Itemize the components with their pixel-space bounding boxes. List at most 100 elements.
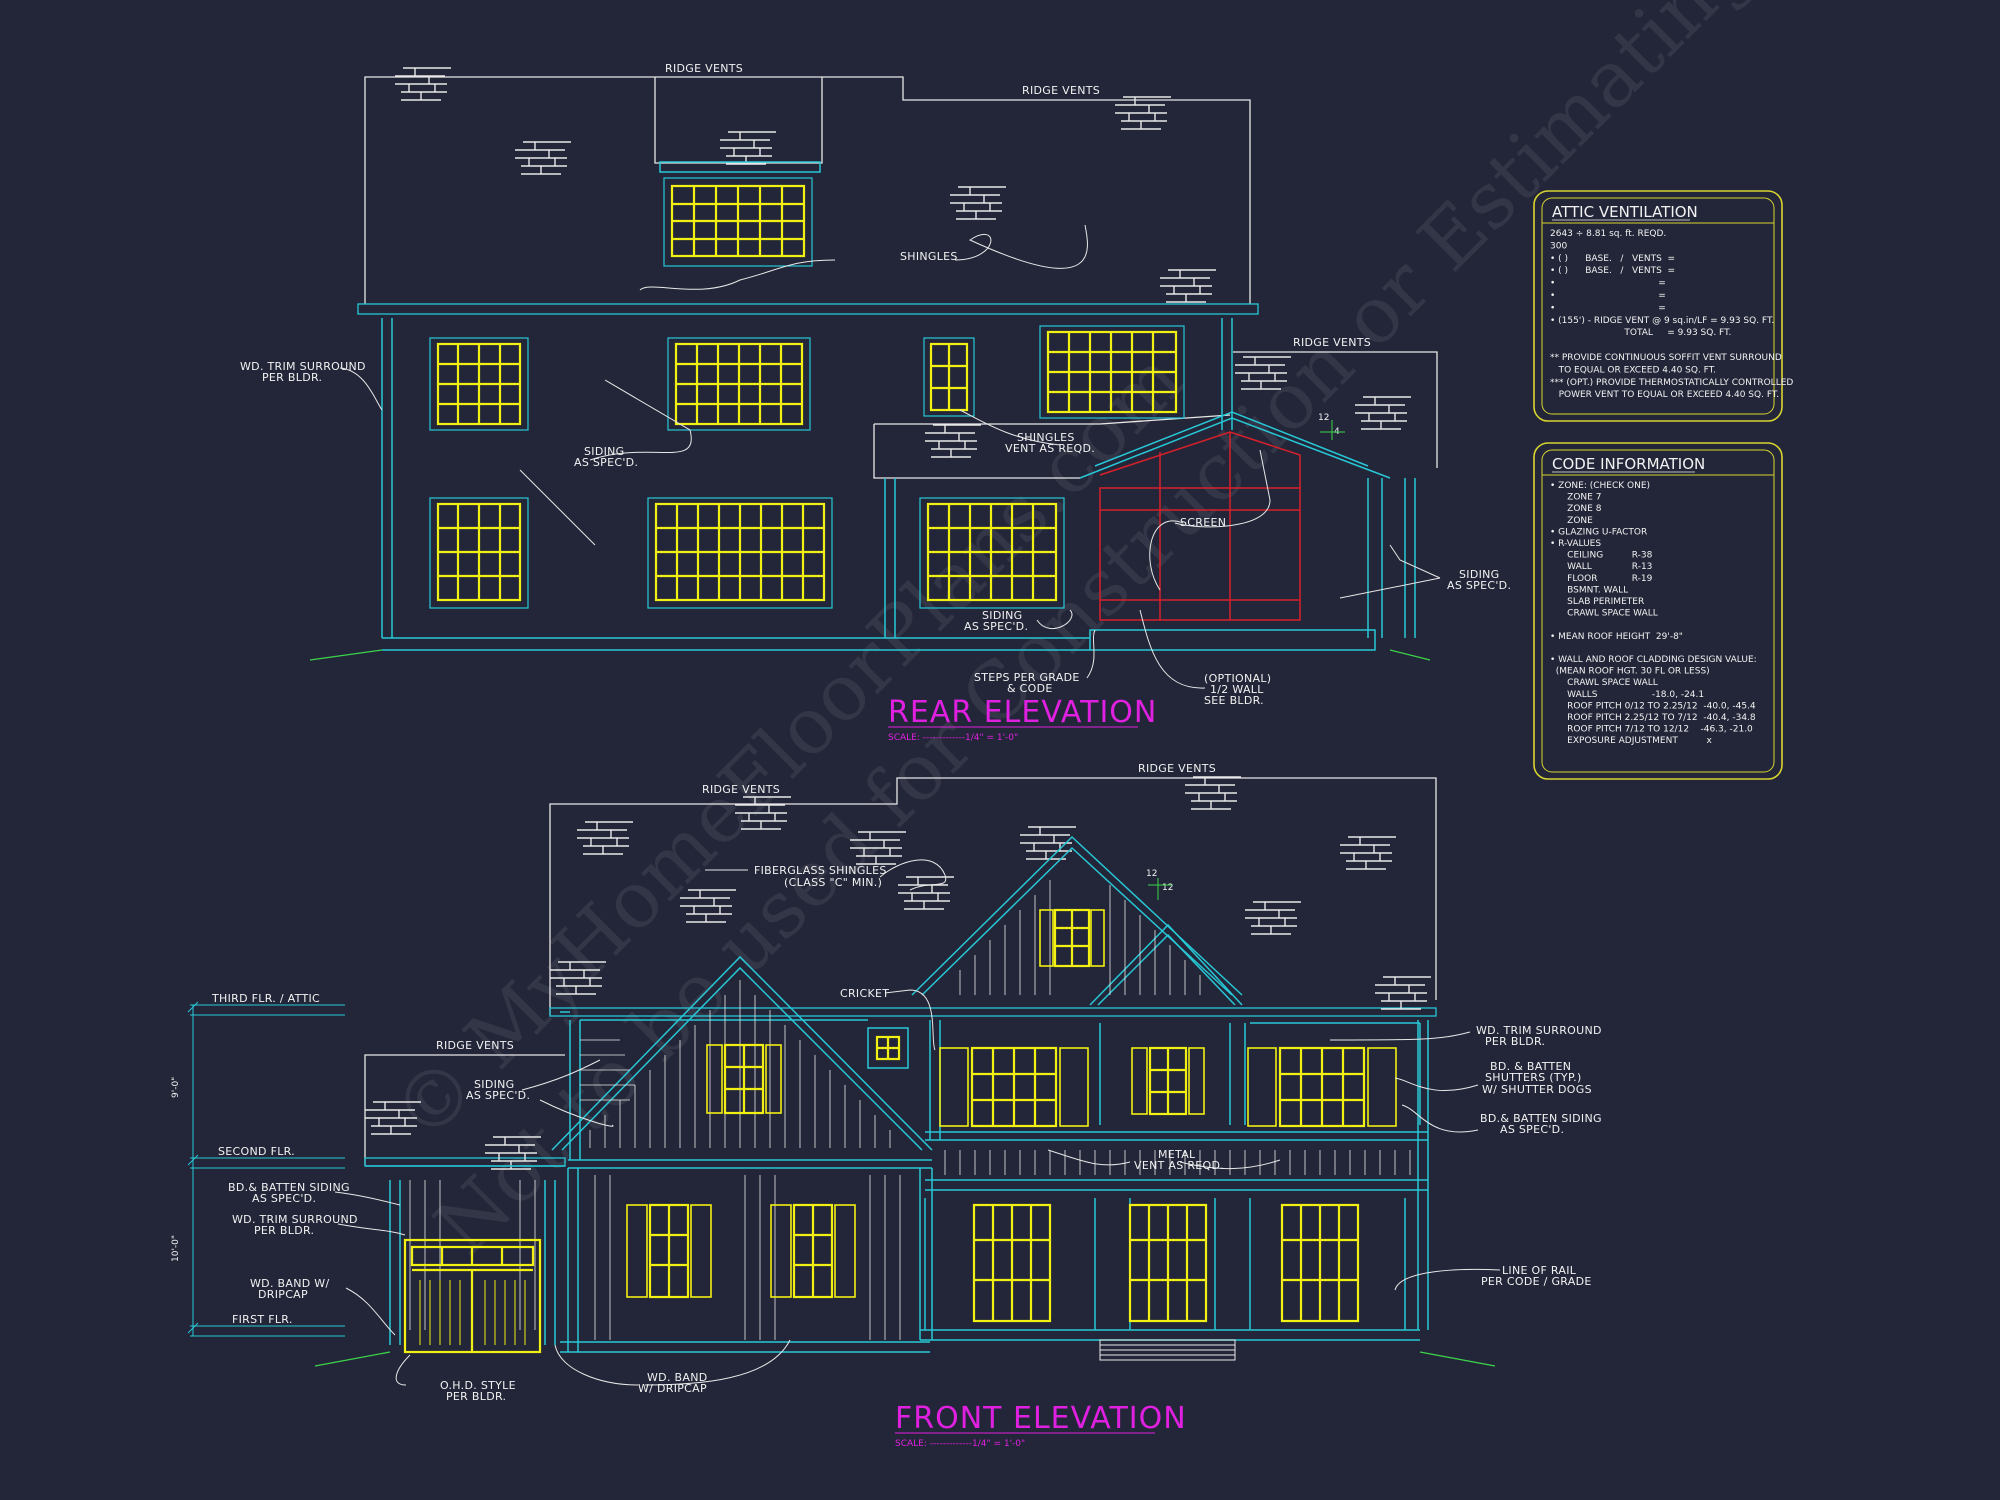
- front-label-ohd-1: O.H.D. STYLE: [440, 1379, 516, 1392]
- front-label-shutters-2: SHUTTERS (TYP.): [1485, 1071, 1582, 1084]
- front-label-bb-siding-l1: BD.& BATTEN SIDING: [228, 1181, 350, 1194]
- front-grade-line: [314, 1351, 1496, 1367]
- code-information-line: ZONE 8: [1550, 504, 1602, 514]
- rear-label-siding-c2: AS SPEC'D.: [964, 620, 1028, 633]
- front-label-shutters-3: W/ SHUTTER DOGS: [1482, 1083, 1592, 1096]
- front-label-rail-1: LINE OF RAIL: [1502, 1264, 1577, 1277]
- rear-label-siding-a1: SIDING: [584, 445, 625, 458]
- code-information-line: • MEAN ROOF HEIGHT 29'-8": [1550, 632, 1683, 642]
- front-floor-levels: [187, 1001, 345, 1337]
- rear-elevation-title: REAR ELEVATION: [888, 695, 1157, 730]
- front-label-band-l1: WD. BAND W/: [250, 1277, 330, 1290]
- attic-ventilation-box: ATTIC VENTILATION 2643 ÷ 8.81 sq. ft. RE…: [1533, 190, 1793, 422]
- front-label-bb-siding-r2: AS SPEC'D.: [1500, 1123, 1564, 1136]
- code-information-line: SLAB PERIMETER: [1550, 597, 1644, 607]
- rear-walls: [381, 161, 1416, 651]
- rear-pitch-12: 12: [1318, 413, 1329, 423]
- front-elevation-scale: SCALE: -------------1/4" = 1'-0": [895, 1439, 1025, 1449]
- code-information-line: EXPOSURE ADJUSTMENT x: [1550, 736, 1712, 746]
- front-elevation: RIDGE VENTS RIDGE VENTS RIDGE VENTS FIBE…: [171, 762, 1602, 1449]
- attic-ventilation-line: 2643 ÷ 8.81 sq. ft. REQD.: [1550, 229, 1666, 239]
- front-label-siding-1: SIDING: [474, 1078, 515, 1091]
- rear-label-siding-c1: SIDING: [982, 609, 1023, 622]
- front-roof: [364, 777, 1437, 1167]
- code-information-line: ROOF PITCH 2.25/12 TO 7/12 -40.4, -34.8: [1550, 713, 1756, 723]
- rear-roof: [357, 76, 1438, 479]
- rear-label-steps-1: STEPS PER GRADE: [974, 671, 1080, 684]
- front-label-ridge-vents-1: RIDGE VENTS: [702, 783, 780, 796]
- front-label-rail-2: PER CODE / GRADE: [1481, 1275, 1592, 1288]
- attic-ventilation-line: ** PROVIDE CONTINUOUS SOFFIT VENT SURROU…: [1550, 353, 1782, 363]
- front-label-bb-siding-r1: BD.& BATTEN SIDING: [1480, 1112, 1602, 1125]
- front-labels: RIDGE VENTS RIDGE VENTS RIDGE VENTS FIBE…: [171, 762, 1602, 1403]
- code-information-line: WALL R-13: [1550, 562, 1652, 572]
- front-garage-door: [403, 1238, 542, 1354]
- code-information-line: • R-VALUES: [1550, 539, 1601, 549]
- attic-ventilation-line: • ( ) BASE. / VENTS =: [1550, 254, 1675, 264]
- rear-label-shingles: SHINGLES: [900, 250, 958, 263]
- front-label-trim-r1: WD. TRIM SURROUND: [1476, 1024, 1602, 1037]
- front-label-band-b1: WD. BAND: [647, 1371, 708, 1384]
- attic-ventilation-line: TO EQUAL OR EXCEED 4.40 SQ. FT.: [1550, 365, 1716, 375]
- rear-leaders: [339, 224, 1441, 689]
- code-information-line: CRAWL SPACE WALL: [1550, 609, 1658, 619]
- code-information-line: • GLAZING U-FACTOR: [1550, 527, 1647, 537]
- code-information-line: WALLS -18.0, -24.1: [1550, 690, 1704, 700]
- rear-label-wall-3: SEE BLDR.: [1204, 694, 1264, 707]
- front-label-shutters-1: BD. & BATTEN: [1490, 1060, 1571, 1073]
- rear-label-steps-2: & CODE: [1007, 682, 1053, 695]
- front-label-trim-l2: PER BLDR.: [254, 1224, 314, 1237]
- code-information-line: • WALL AND ROOF CLADDING DESIGN VALUE:: [1550, 655, 1757, 665]
- front-label-second-flr: SECOND FLR.: [218, 1145, 295, 1158]
- attic-ventilation-line: • (155') - RIDGE VENT @ 9 sq.in/LF = 9.9…: [1550, 316, 1774, 326]
- front-label-cricket: CRICKET: [840, 987, 889, 1000]
- front-board-batten: [409, 880, 1411, 1340]
- rear-label-ridge-vents-1: RIDGE VENTS: [665, 62, 743, 75]
- front-shutters: [626, 909, 1397, 1298]
- rear-label-siding-a2: AS SPEC'D.: [574, 456, 638, 469]
- rear-label-shingles-vent-1: SHINGLES: [1017, 431, 1075, 444]
- front-dim-upper: 9'-0": [171, 1077, 181, 1098]
- rear-screen-porch: [1099, 431, 1301, 621]
- rear-label-wall-2: 1/2 WALL: [1210, 683, 1264, 696]
- code-information-line: ZONE 7: [1550, 493, 1601, 503]
- front-label-ridge-vents-3: RIDGE VENTS: [436, 1039, 514, 1052]
- rear-label-trim-2: PER BLDR.: [262, 371, 322, 384]
- front-label-third-flr: THIRD FLR. / ATTIC: [211, 992, 320, 1005]
- front-label-band-b2: W/ DRIPCAP: [638, 1382, 707, 1395]
- attic-ventilation-line: • =: [1550, 279, 1666, 289]
- front-label-siding-2: AS SPEC'D.: [466, 1089, 530, 1102]
- rear-pitch-symbol: [1320, 420, 1345, 440]
- attic-ventilation-line: • =: [1550, 291, 1666, 301]
- front-leaders: [334, 859, 1501, 1386]
- front-label-ridge-vents-2: RIDGE VENTS: [1138, 762, 1216, 775]
- rear-label-shingles-vent-2: VENT AS REQD.: [1005, 442, 1095, 455]
- front-pitch-12a: 12: [1146, 869, 1157, 879]
- attic-ventilation-lines: 2643 ÷ 8.81 sq. ft. REQD. 300 • ( ) BASE. …: [1550, 229, 1793, 400]
- code-information-line: FLOOR R-19: [1550, 574, 1653, 584]
- attic-ventilation-line: • ( ) BASE. / VENTS =: [1550, 266, 1675, 276]
- front-label-trim-r2: PER BLDR.: [1485, 1035, 1545, 1048]
- front-label-trim-l1: WD. TRIM SURROUND: [232, 1213, 358, 1226]
- code-information-line: ZONE: [1550, 516, 1593, 526]
- front-label-ohd-2: PER BLDR.: [446, 1390, 506, 1403]
- front-label-metal-1: METAL: [1158, 1148, 1196, 1161]
- code-information-lines: • ZONE: (CHECK ONE) ZONE 7 ZONE 8 ZONE• …: [1550, 481, 1757, 746]
- front-pitch-symbol: [1148, 878, 1172, 900]
- front-label-fiberglass-2: (CLASS "C" MIN.): [784, 876, 882, 889]
- front-label-fiberglass-1: FIBERGLASS SHINGLES: [754, 864, 887, 877]
- front-windows: [648, 908, 1366, 1323]
- rear-label-ridge-vents-2: RIDGE VENTS: [1022, 84, 1100, 97]
- attic-ventilation-line: 300: [1550, 241, 1567, 251]
- front-label-first-flr: FIRST FLR.: [232, 1313, 293, 1326]
- rear-grade-line: [309, 649, 1431, 661]
- rear-elevation: RIDGE VENTS RIDGE VENTS RIDGE VENTS SHIN…: [240, 62, 1511, 743]
- code-information-line: CEILING R-38: [1550, 551, 1653, 561]
- attic-ventilation-line: *** (OPT.) PROVIDE THERMOSTATICALLY CONT…: [1550, 378, 1793, 388]
- code-information-line: ROOF PITCH 7/12 TO 12/12 -46.3, -21.0: [1550, 725, 1753, 735]
- attic-ventilation-line: • =: [1550, 303, 1666, 313]
- rear-label-siding-b2: AS SPEC'D.: [1447, 579, 1511, 592]
- rear-label-screen: SCREEN: [1180, 516, 1226, 529]
- front-elevation-title: FRONT ELEVATION: [895, 1401, 1187, 1436]
- rear-label-ridge-vents-3: RIDGE VENTS: [1293, 336, 1371, 349]
